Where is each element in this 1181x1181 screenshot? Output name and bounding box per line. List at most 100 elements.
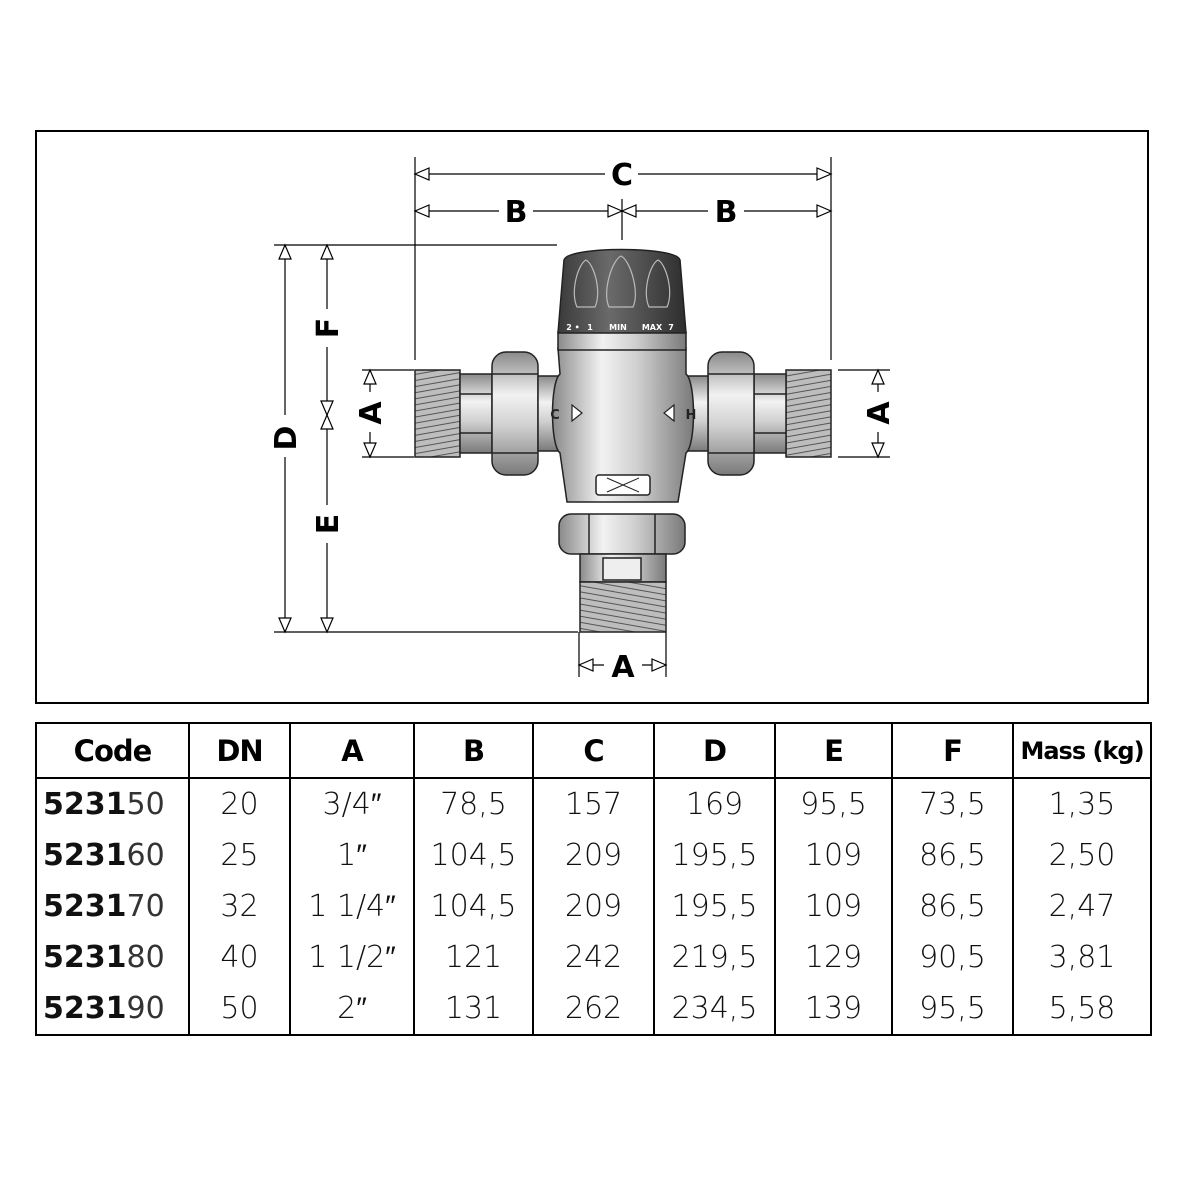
cell-code: 523170 [35, 881, 190, 932]
cell-code: 523180 [35, 932, 190, 983]
cell-mass: 2,50 [1012, 830, 1152, 881]
right-union-nut [707, 351, 755, 476]
code-base: 5231 [43, 940, 127, 975]
left-thread [414, 369, 461, 458]
bottom-union-nut [558, 513, 686, 555]
technical-drawing: C B B D F E A A A [35, 130, 1149, 704]
cell-mass: 5,58 [1012, 983, 1152, 1036]
header-c: C [532, 722, 655, 779]
cell-e: 129 [774, 932, 893, 983]
cell-dn: 25 [188, 830, 291, 881]
cell-d: 195,5 [653, 830, 776, 881]
dim-label-b-left: B [505, 195, 528, 230]
code-base: 5231 [43, 889, 127, 924]
dial-mark-1: 1 [587, 323, 593, 332]
header-dn: DN [188, 722, 291, 779]
cell-f: 95,5 [891, 983, 1014, 1036]
cell-code: 523190 [35, 983, 190, 1036]
valve-body [551, 347, 695, 503]
cell-dn: 40 [188, 932, 291, 983]
code-suffix: 90 [126, 991, 165, 1026]
cell-a: 1″ [289, 830, 415, 881]
dim-label-a-right: A [862, 401, 897, 425]
cell-e: 95,5 [774, 778, 893, 830]
dim-label-b-right: B [715, 195, 738, 230]
header-a: A [289, 722, 415, 779]
left-union-nut [491, 351, 539, 476]
header-code: Code [35, 722, 190, 779]
cell-b: 131 [413, 983, 534, 1036]
dim-label-f: F [311, 318, 346, 339]
dimension-arrowheads [278, 167, 885, 672]
dial-mark-min: MIN [609, 323, 627, 332]
table-header-row: Code DN A B C D E F Mass (kg) [35, 722, 1152, 779]
dim-label-a-bottom: A [611, 650, 635, 685]
cell-f: 73,5 [891, 778, 1014, 830]
code-suffix: 60 [126, 838, 165, 873]
temperature-knob [557, 248, 687, 334]
code-base: 5231 [43, 838, 127, 873]
code-suffix: 50 [126, 787, 165, 822]
valve-illustration [414, 248, 832, 633]
cell-code: 523160 [35, 830, 190, 881]
cell-d: 234,5 [653, 983, 776, 1036]
cell-e: 139 [774, 983, 893, 1036]
header-b: B [413, 722, 534, 779]
cell-e: 109 [774, 881, 893, 932]
cell-mass: 3,81 [1012, 932, 1152, 983]
dim-label-a-left: A [354, 401, 389, 425]
cell-dn: 20 [188, 778, 291, 830]
header-f: F [891, 722, 1014, 779]
right-thread [785, 369, 832, 458]
cell-a: 1 1/4″ [289, 881, 415, 932]
cell-f: 86,5 [891, 881, 1014, 932]
cell-c: 242 [532, 932, 655, 983]
cell-d: 195,5 [653, 881, 776, 932]
bottom-thread [579, 581, 667, 633]
code-base: 5231 [43, 991, 127, 1026]
header-mass: Mass (kg) [1012, 722, 1152, 779]
cell-c: 157 [532, 778, 655, 830]
port-label-hot: H [686, 408, 697, 423]
cell-f: 90,5 [891, 932, 1014, 983]
code-suffix: 70 [126, 889, 165, 924]
dim-label-c: C [611, 158, 633, 193]
cell-d: 219,5 [653, 932, 776, 983]
cell-b: 121 [413, 932, 534, 983]
cell-mass: 1,35 [1012, 778, 1152, 830]
cell-b: 104,5 [413, 830, 534, 881]
dim-label-d: D [269, 426, 304, 451]
cell-f: 86,5 [891, 830, 1014, 881]
cell-mass: 2,47 [1012, 881, 1152, 932]
cell-d: 169 [653, 778, 776, 830]
dimension-lines [274, 157, 890, 677]
cell-a: 3/4″ [289, 778, 415, 830]
cell-a: 2″ [289, 983, 415, 1036]
cell-c: 262 [532, 983, 655, 1036]
dial-mark-max: MAX [642, 323, 663, 332]
dial-mark-2: 2 • [566, 323, 579, 332]
header-e: E [774, 722, 893, 779]
cell-b: 104,5 [413, 881, 534, 932]
code-suffix: 80 [126, 940, 165, 975]
cell-c: 209 [532, 881, 655, 932]
cell-code: 523150 [35, 778, 190, 830]
cell-c: 209 [532, 830, 655, 881]
dim-label-e: E [311, 514, 346, 535]
header-d: D [653, 722, 776, 779]
code-base: 5231 [43, 787, 127, 822]
dial-mark-7: 7 [668, 323, 674, 332]
cell-b: 78,5 [413, 778, 534, 830]
cell-a: 1 1/2″ [289, 932, 415, 983]
cell-e: 109 [774, 830, 893, 881]
valve-dimension-diagram: C B B D F E A A A [269, 157, 897, 685]
cell-dn: 50 [188, 983, 291, 1036]
port-label-cold: C [550, 408, 560, 423]
cell-dn: 32 [188, 881, 291, 932]
